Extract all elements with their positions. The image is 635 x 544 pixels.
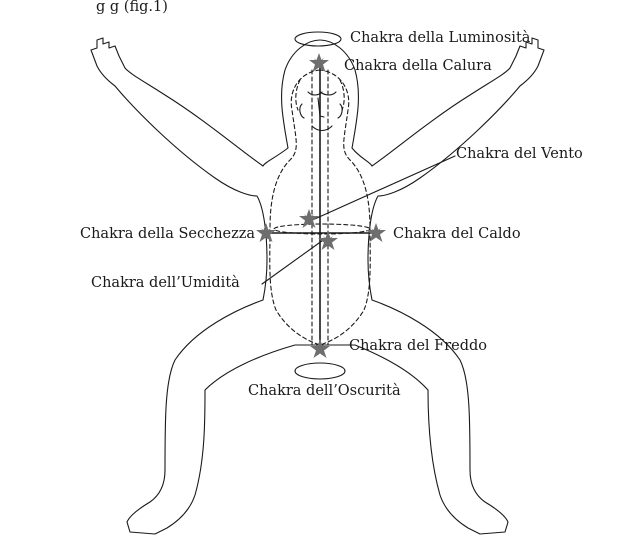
- label-luminosita: Chakra della Luminosità: [350, 30, 531, 46]
- dashed-torso-outline: [269, 69, 371, 346]
- star-secchezza: [256, 223, 276, 242]
- star-umidita: [318, 231, 338, 250]
- label-umidita: Chakra dell’Umidità: [91, 275, 240, 291]
- darkness-halo: [294, 362, 346, 380]
- label-caldo: Chakra del Caldo: [393, 226, 521, 242]
- body-outline: [90, 37, 545, 535]
- star-vento: [299, 209, 319, 228]
- label-secchezza: Chakra della Secchezza: [80, 226, 256, 242]
- label-calura: Chakra della Calura: [344, 58, 492, 74]
- star-calura: [309, 53, 329, 72]
- luminosity-halo: [294, 31, 342, 47]
- label-freddo: Chakra del Freddo: [349, 338, 488, 354]
- star-caldo: [366, 223, 386, 242]
- label-vento: Chakra del Vento: [456, 146, 583, 162]
- star-freddo: [310, 339, 330, 358]
- label-oscurita: Chakra dell’Oscurità: [248, 383, 401, 399]
